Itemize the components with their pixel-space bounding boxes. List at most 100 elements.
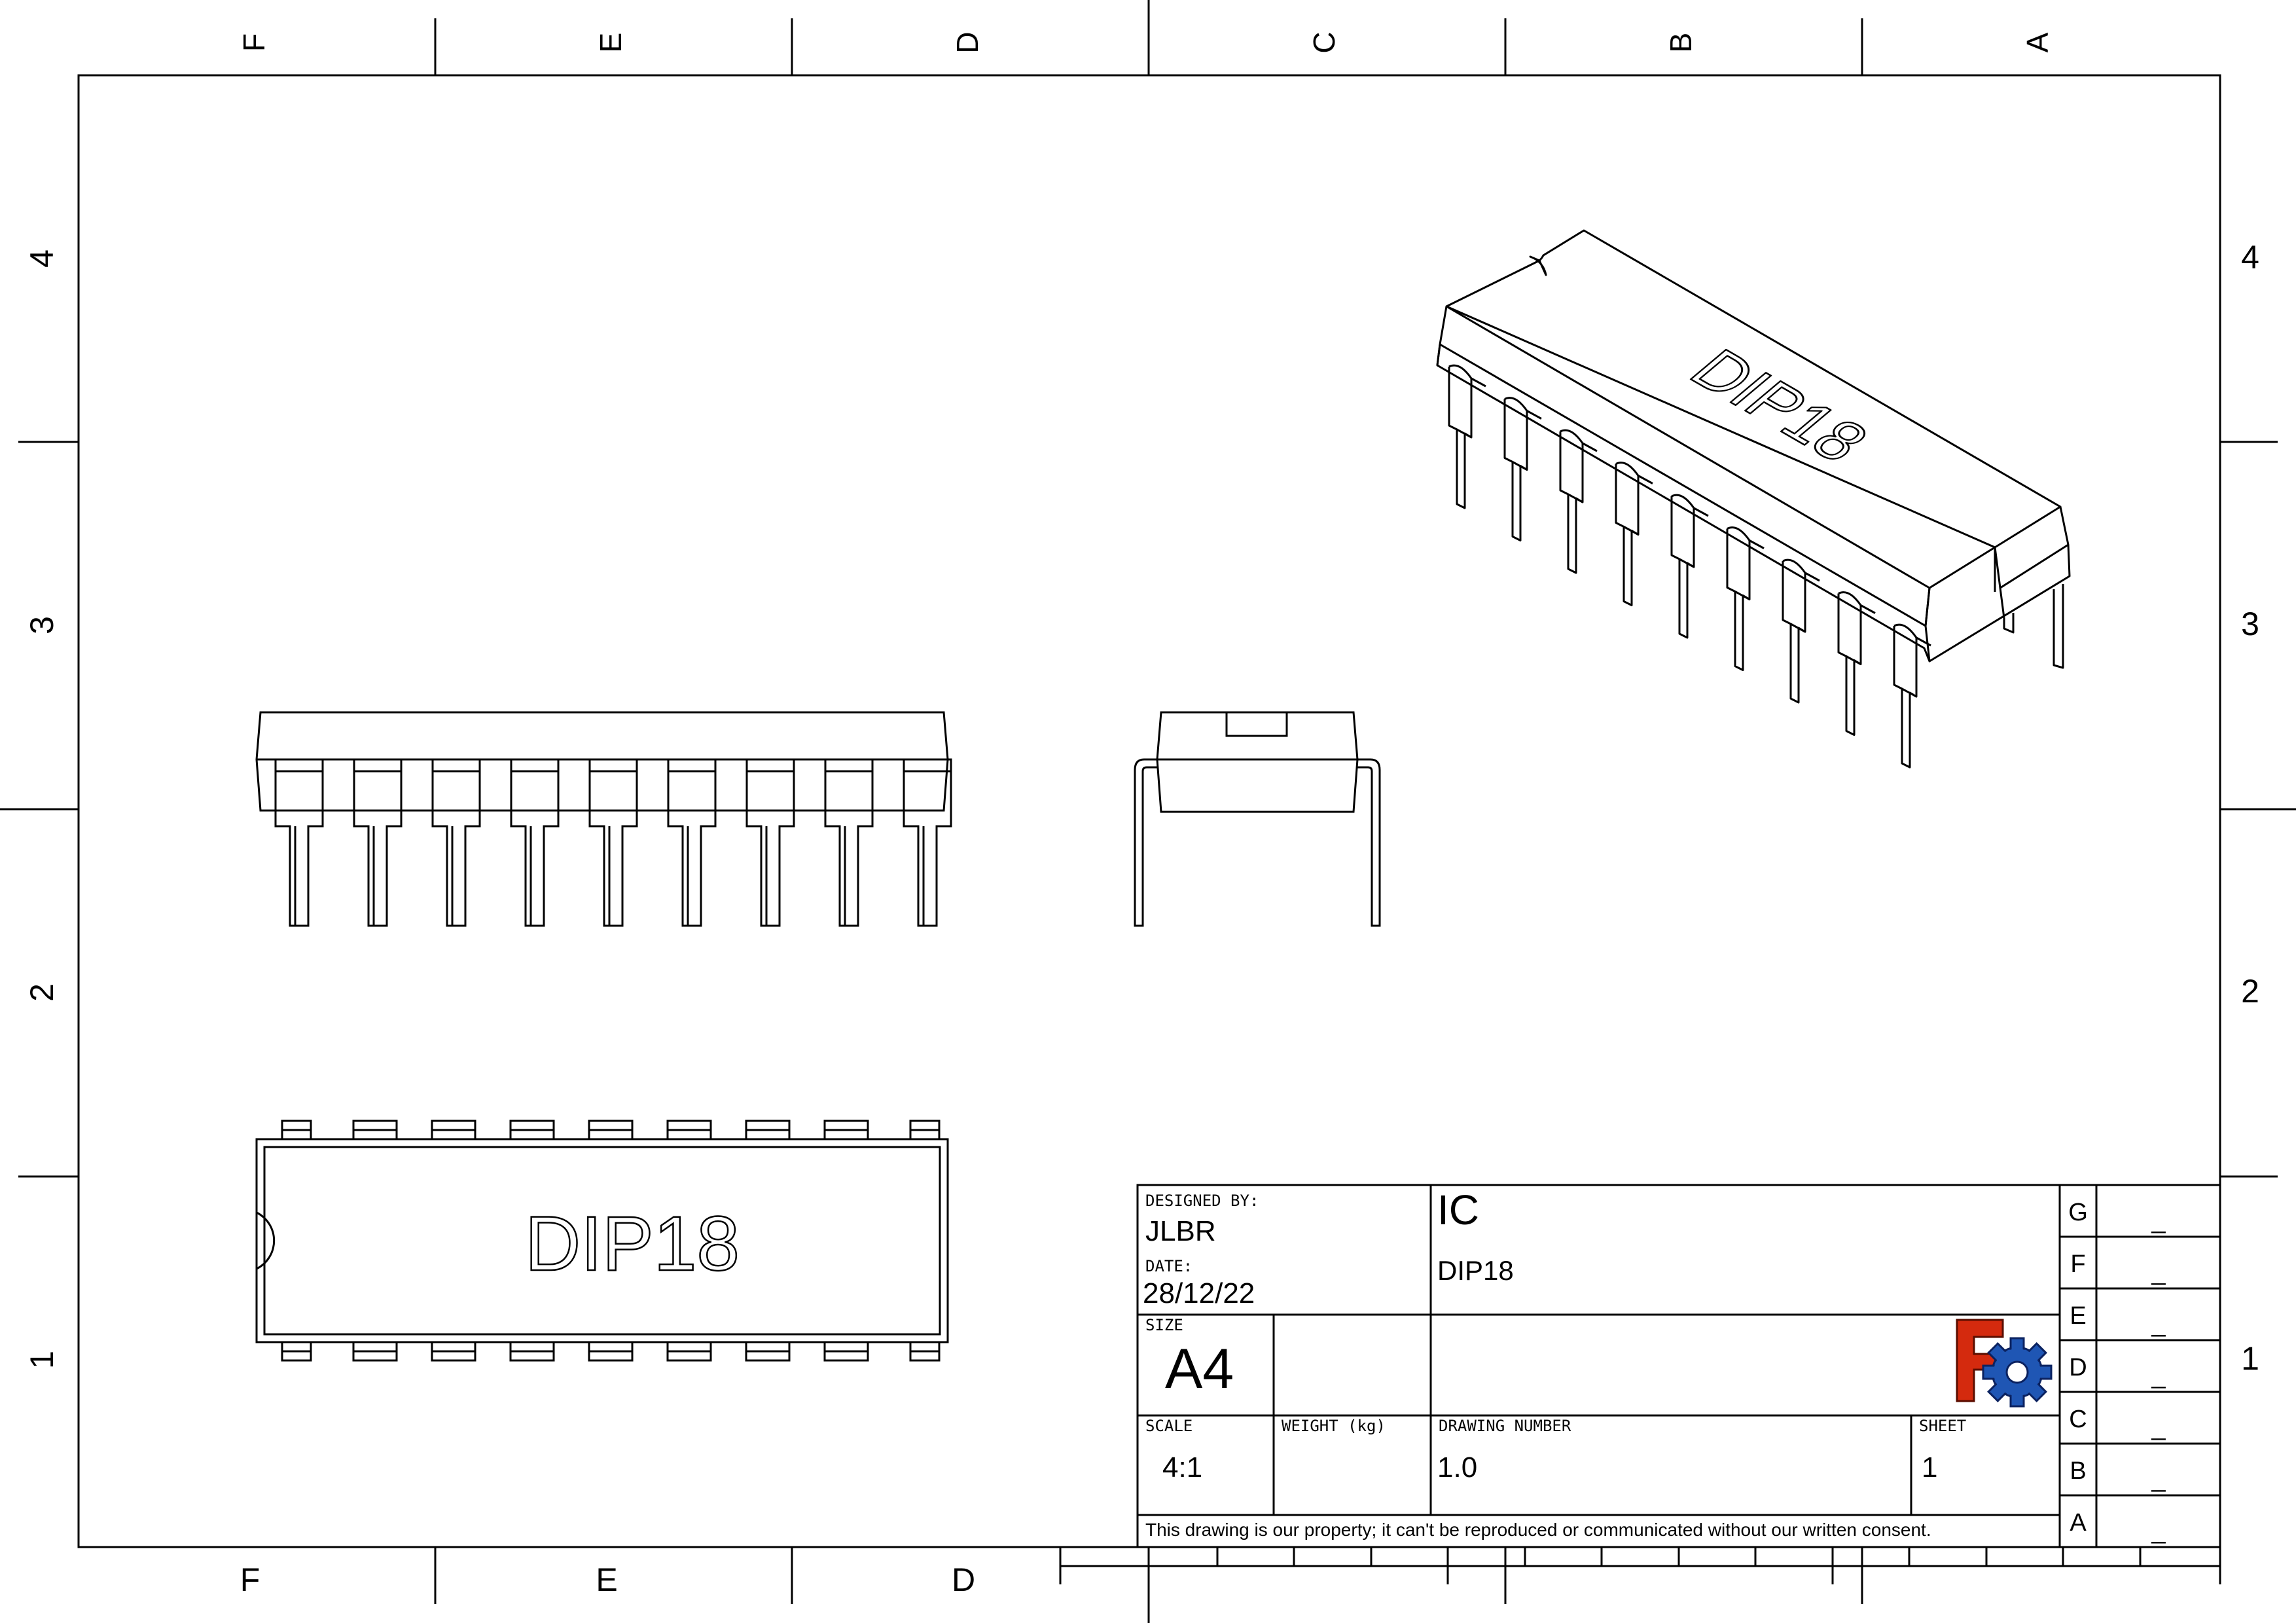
drawing-number-label: DRAWING NUMBER (1439, 1417, 1571, 1435)
front-pins (274, 758, 952, 927)
front-pin-shoulder (903, 758, 952, 773)
iso-pin-step (1846, 655, 1861, 665)
iso-pin (1893, 626, 1918, 769)
zone-labels-top: F E D C B A (237, 31, 2054, 53)
zone-label: C (1307, 31, 1341, 53)
zone-label: F (237, 33, 271, 52)
front-pin (745, 759, 795, 927)
zone-labels-right: 4 3 2 1 (2241, 239, 2259, 1377)
front-pin-shoulder (274, 758, 324, 773)
revision-value: _ (2151, 1413, 2166, 1441)
sheet-value: 1 (1922, 1451, 1937, 1484)
top-body-inner (263, 1146, 941, 1336)
iso-pin-top (1804, 572, 1820, 582)
side-body (1156, 711, 1359, 813)
revision-letter: C (2069, 1406, 2087, 1433)
iso-lead-right (2053, 584, 2064, 669)
designed-by-label: DESIGNED BY: (1145, 1192, 1259, 1210)
front-pin (903, 759, 952, 927)
gear-icon (1982, 1337, 2053, 1408)
iso-pin-bend (1727, 526, 1751, 541)
revision-value: _ (2151, 1465, 2166, 1493)
iso-pin-step (1623, 526, 1639, 536)
title-block-text: DESIGNED BY: JLBR DATE: 28/12/22 SIZE A4… (1143, 1186, 1966, 1540)
revision-value: _ (2151, 1517, 2166, 1544)
designed-by-value: JLBR (1145, 1215, 1216, 1247)
revision-value: _ (2151, 1258, 2166, 1286)
front-pin (274, 759, 324, 927)
revision-letter: G (2068, 1199, 2088, 1226)
revision-value: _ (2151, 1207, 2166, 1234)
sheet-label: SHEET (1919, 1417, 1966, 1435)
front-pin-shoulder (667, 758, 717, 773)
weight-label: WEIGHT (kg) (1282, 1417, 1386, 1435)
revision-value: _ (2151, 1310, 2166, 1338)
iso-pin (1837, 593, 1862, 736)
revision-value: _ (2151, 1362, 2166, 1389)
side-lead-right (1357, 758, 1381, 927)
zone-label: 4 (2241, 239, 2259, 276)
front-pin (667, 759, 717, 927)
front-pin-shoulder (824, 758, 874, 773)
iso-pin-step (1512, 461, 1528, 471)
revision-letter: A (2070, 1509, 2087, 1537)
iso-pin (1503, 399, 1528, 541)
freecad-logo (1956, 1319, 2053, 1408)
front-pin-shoulder (745, 758, 795, 773)
top-pins (281, 1120, 941, 1362)
iso-pin-step (1790, 623, 1806, 633)
iso-pin-top (1582, 442, 1598, 452)
date-value: 28/12/22 (1143, 1277, 1255, 1309)
scale-value: 4:1 (1162, 1451, 1202, 1484)
zone-label: F (240, 1561, 260, 1598)
front-pin (353, 759, 403, 927)
zone-label: D (950, 31, 984, 53)
zone-label: 1 (24, 1351, 60, 1369)
iso-pin-top (1693, 507, 1709, 517)
zone-labels-bottom: F E D (240, 1561, 975, 1598)
iso-pin (1782, 561, 1806, 704)
revision-letter: B (2070, 1457, 2086, 1485)
front-pin (588, 759, 638, 927)
iso-pin-bend (1893, 623, 1918, 638)
iso-pin-top (1638, 475, 1653, 484)
iso-pin-bend (1838, 591, 1862, 606)
iso-lower-body (1436, 344, 1931, 662)
iso-pin (1448, 367, 1473, 509)
zone-label: E (596, 1561, 617, 1598)
zone-label: 3 (2241, 606, 2259, 642)
disclaimer: This drawing is our property; it can't b… (1145, 1520, 1931, 1540)
front-body (255, 711, 949, 812)
revision-table: G _ F _ E _ D _ C _ B _ A _ (2068, 1199, 2166, 1544)
iso-pin-bend (1448, 364, 1473, 379)
zone-label: 2 (2241, 973, 2259, 1010)
iso-pin-step (1901, 687, 1917, 698)
side-lead-left (1134, 758, 1157, 927)
zone-label: D (952, 1561, 975, 1598)
size-value: A4 (1165, 1338, 1234, 1400)
iso-pin (1670, 496, 1695, 639)
front-pin (824, 759, 874, 927)
scale-label: SCALE (1145, 1417, 1193, 1435)
iso-pin-bend (1560, 429, 1584, 444)
zone-label: 1 (2241, 1340, 2259, 1377)
iso-pin-bend (1671, 494, 1695, 509)
iso-pin-bend (1504, 397, 1528, 412)
size-label: SIZE (1145, 1316, 1183, 1334)
iso-pin-top (1471, 377, 1486, 388)
iso-pin-step (1679, 558, 1695, 568)
iso-pin-bend (1782, 558, 1806, 574)
zone-label: B (1664, 33, 1698, 53)
front-pin-shoulder (588, 758, 638, 773)
front-pin (431, 759, 481, 927)
side-view (1134, 711, 1381, 927)
iso-pin-step (1456, 428, 1472, 439)
iso-pin-top (1860, 604, 1876, 614)
iso-pin-top (1749, 539, 1765, 549)
top-marking: DIP18 (525, 1201, 740, 1287)
zone-label: 2 (24, 983, 60, 1002)
iso-notch (1529, 255, 1547, 276)
zone-label: 3 (24, 616, 60, 634)
